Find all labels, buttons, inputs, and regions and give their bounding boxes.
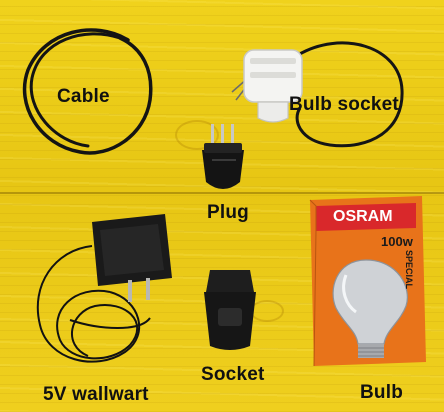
cable: [22, 28, 153, 155]
bulb-box: [309, 196, 426, 367]
wallwart: [36, 214, 172, 363]
cable-label: Cable: [57, 86, 110, 107]
bulb-label: Bulb: [360, 382, 404, 403]
plug-label: Plug: [207, 202, 249, 223]
bulb-box-brand: OSRAM: [333, 208, 393, 225]
bulb-socket: [231, 41, 404, 148]
plug: [202, 124, 244, 189]
wood-knot: [175, 120, 219, 150]
wallwart-label: 5V wallwart: [43, 384, 149, 405]
socket-label: Socket: [201, 364, 265, 385]
wood-plank-seam: [0, 192, 444, 194]
bulb-socket-label: Bulb socket: [289, 94, 399, 115]
bulb-box-wattage: 100w: [381, 234, 413, 249]
bulb-box-variant: SPECIAL: [404, 250, 414, 290]
socket: [204, 270, 256, 350]
